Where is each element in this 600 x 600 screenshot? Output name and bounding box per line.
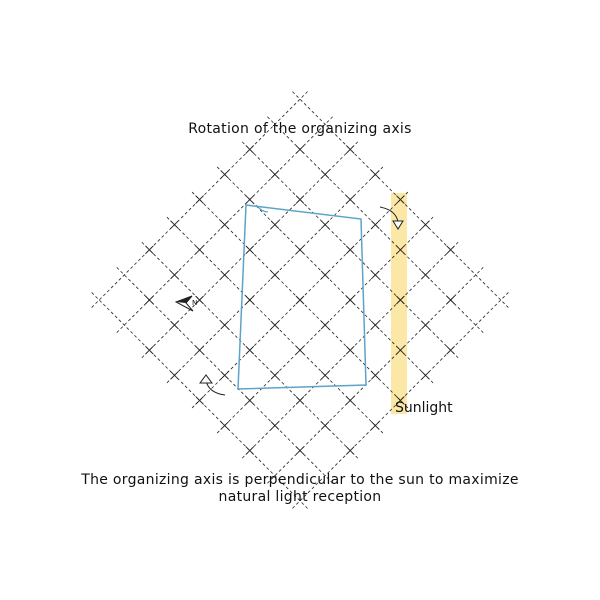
grid-cross (396, 195, 405, 204)
grid-cross (320, 370, 330, 380)
grid-cross (220, 370, 230, 380)
grid-cross (345, 446, 355, 455)
grid-cross (295, 195, 305, 204)
grid-cross (270, 320, 280, 330)
grid-cross (295, 396, 305, 405)
sunlight-label: Sunlight (395, 400, 453, 416)
grid-cross (370, 370, 380, 380)
grid-cross (220, 270, 230, 280)
grid-cross (270, 270, 280, 280)
grid-cross (345, 195, 355, 204)
grid-cross (421, 320, 430, 330)
grid-cross (170, 270, 179, 280)
grid-cross (145, 345, 154, 355)
grid-cross (320, 270, 330, 280)
grid-cross (170, 320, 179, 330)
site-outline-notch (255, 204, 269, 213)
grid-line (292, 91, 509, 308)
grid-line (91, 91, 308, 308)
grid-cross (145, 245, 154, 255)
grid-cross (245, 195, 255, 204)
grid-cross (170, 220, 179, 230)
grid-cross (195, 345, 204, 355)
sunlight-band (391, 193, 407, 414)
grid-cross (295, 145, 305, 154)
grid-cross (370, 270, 380, 280)
grid-cross (370, 170, 380, 179)
grid-cross (421, 370, 430, 380)
grid-cross (220, 421, 230, 430)
grid-cross (245, 446, 255, 455)
grid-cross (396, 245, 405, 255)
grid-cross (396, 396, 405, 405)
grid-cross (245, 245, 255, 255)
grid-cross (370, 220, 380, 230)
grid-cross (195, 295, 204, 305)
caption-line: natural light reception (218, 489, 382, 505)
grid-cross (421, 220, 430, 230)
grid-cross (195, 245, 204, 255)
grid-cross (446, 245, 455, 255)
grid-cross (370, 421, 380, 430)
grid-cross (320, 421, 330, 430)
rotation-arrow-icon (379, 206, 404, 230)
grid-cross (320, 220, 330, 230)
grid-cross (220, 170, 230, 179)
grid-cross (145, 295, 154, 305)
grid-cross (195, 195, 204, 204)
grid-cross (270, 370, 280, 380)
grid-cross (396, 295, 405, 305)
grid-cross (345, 396, 355, 405)
diagram-caption: The organizing axis is perpendicular to … (40, 472, 560, 506)
grid-cross (446, 345, 455, 355)
grid-cross (320, 170, 330, 179)
grid-line (292, 292, 509, 509)
grid-intersections (145, 145, 455, 455)
grid-cross (345, 245, 355, 255)
grid-cross (220, 220, 230, 230)
grid-cross (295, 245, 305, 255)
grid-cross (270, 220, 280, 230)
site-outline (237, 204, 367, 390)
grid-cross (421, 270, 430, 280)
grid-cross (370, 320, 380, 330)
grid-cross (270, 421, 280, 430)
grid-cross (396, 345, 405, 355)
grid-cross (295, 446, 305, 455)
north-arrow-icon (174, 295, 194, 312)
grid-cross (245, 295, 255, 305)
grid-cross (245, 345, 255, 355)
grid-cross (170, 370, 179, 380)
grid-cross (245, 145, 255, 154)
grid-line (91, 292, 308, 509)
grid-cross (320, 320, 330, 330)
grid-cross (295, 345, 305, 355)
grid-cross (345, 295, 355, 305)
grid-cross (270, 170, 280, 179)
grid-cross (220, 320, 230, 330)
rotation-arrow-icon (199, 374, 226, 396)
grid-cross (295, 295, 305, 305)
grid-cross (245, 396, 255, 405)
grid-cross (446, 295, 455, 305)
caption-line: The organizing axis is perpendicular to … (81, 472, 519, 488)
north-label: N (192, 299, 198, 307)
grid-cross (345, 145, 355, 154)
grid-cross (195, 396, 204, 405)
diagram-title: Rotation of the organizing axis (188, 121, 412, 137)
grid-cross (345, 345, 355, 355)
